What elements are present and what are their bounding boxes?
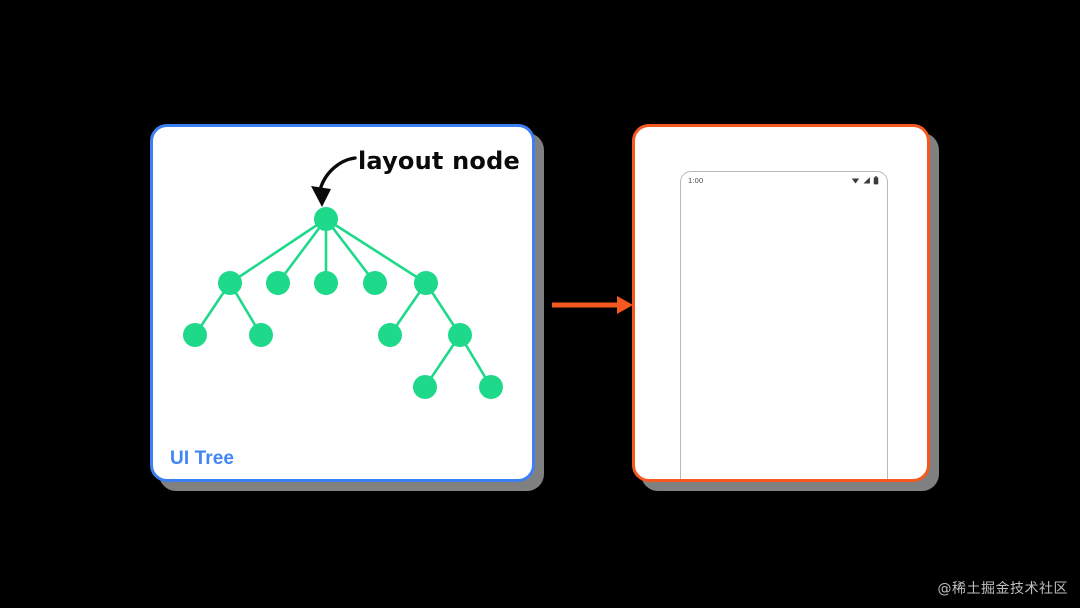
status-bar-time: 1:00 <box>688 176 704 185</box>
tree-node-l3a <box>413 375 437 399</box>
tree-node-l1c <box>314 271 338 295</box>
device-preview-panel: 1:00 <box>632 124 930 482</box>
tree-node-l2a <box>183 323 207 347</box>
signal-icon <box>863 177 870 184</box>
ui-tree-panel: UI Tree <box>150 124 535 482</box>
tree-node-l1b <box>266 271 290 295</box>
tree-edges <box>193 217 493 389</box>
layout-node-annotation-label: layout node <box>358 147 520 175</box>
tree-node-l3b <box>479 375 503 399</box>
battery-icon <box>873 176 879 185</box>
tree-node-l2d <box>448 323 472 347</box>
status-bar-icons <box>851 176 879 185</box>
tree-node-l2b <box>249 323 273 347</box>
wifi-icon <box>851 178 860 184</box>
tree-nodes <box>183 207 503 399</box>
tree-node-l2c <box>378 323 402 347</box>
tree-node-l1a <box>218 271 242 295</box>
phone-status-bar: 1:00 <box>681 172 887 189</box>
tree-node-l1e <box>414 271 438 295</box>
phone-frame: 1:00 <box>680 171 888 479</box>
ui-tree-graph <box>183 207 503 399</box>
tree-node-root <box>314 207 338 231</box>
tree-node-l1d <box>363 271 387 295</box>
watermark: @稀土掘金技术社区 <box>937 581 1068 597</box>
ui-tree-label: UI Tree <box>170 448 235 469</box>
